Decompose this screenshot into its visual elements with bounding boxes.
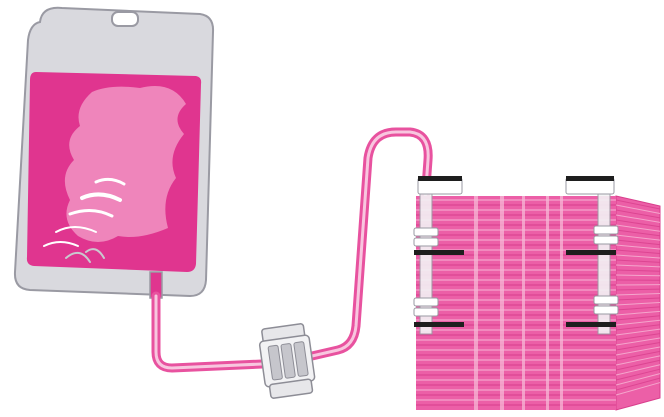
clamp-right-mid	[566, 250, 616, 255]
tube-filter-to-stack	[312, 132, 428, 356]
clamp-left-top	[418, 176, 462, 181]
media-bag	[15, 8, 213, 298]
clamp-left-bottom	[414, 322, 464, 327]
cell-culture-stack	[414, 176, 660, 410]
clamp-left-mid	[414, 250, 464, 255]
clamp-right-top	[566, 176, 614, 181]
bag-hang-slot	[112, 12, 138, 26]
tube-bag-to-filter	[156, 296, 262, 368]
stack-front-face	[416, 196, 616, 410]
inline-filter	[258, 323, 317, 399]
clamp-right-bottom	[566, 322, 616, 327]
